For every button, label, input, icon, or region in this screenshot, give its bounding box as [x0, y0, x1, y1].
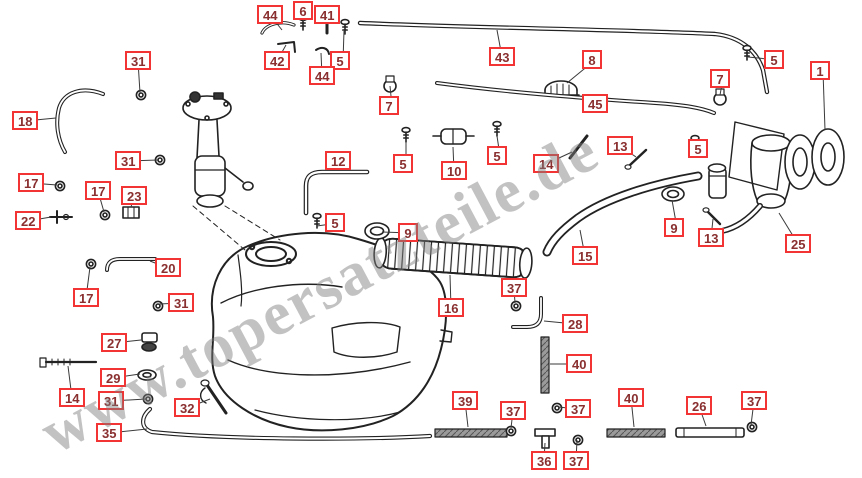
pin-14 — [568, 134, 589, 160]
part-label-32-43: 32 — [174, 398, 201, 417]
part-label-6-1: 6 — [293, 1, 313, 20]
part-label-22-19: 22 — [15, 211, 42, 230]
part-label-37-34: 37 — [501, 278, 528, 297]
part-label-18-11: 18 — [12, 111, 39, 130]
part-label-31-10: 31 — [125, 51, 152, 70]
part-label-42-3: 42 — [264, 51, 291, 70]
tee-fitting-36 — [534, 428, 556, 449]
fuel-hose-35 — [141, 406, 433, 441]
part-label-8-7: 8 — [582, 50, 602, 69]
part-label-20-36: 20 — [155, 258, 182, 277]
gasket-9-left — [364, 222, 390, 240]
part-label-31-38: 31 — [168, 293, 195, 312]
part-label-13-28: 13 — [698, 228, 725, 247]
fuel-hose-20 — [105, 257, 157, 272]
corrugated-hose-16 — [373, 237, 533, 279]
part-label-29-40: 29 — [100, 368, 127, 387]
filler-cap-ring — [784, 128, 845, 190]
fuel-filler-neck — [707, 121, 792, 234]
filler-tube-15 — [542, 171, 703, 257]
part-label-5-31: 5 — [325, 213, 345, 232]
part-label-35-44: 35 — [96, 423, 123, 442]
part-label-15-30: 15 — [572, 246, 599, 265]
part-label-17-37: 17 — [73, 288, 100, 307]
valve-27 — [141, 332, 158, 352]
part-label-41-2: 41 — [314, 5, 341, 24]
part-label-26-50: 26 — [686, 396, 713, 415]
part-label-5-26: 5 — [688, 139, 708, 158]
part-label-44-5: 44 — [309, 66, 336, 85]
part-label-44-0: 44 — [257, 5, 284, 24]
part-label-1-9: 1 — [810, 61, 830, 80]
fuel-hose-28 — [511, 296, 543, 329]
fuel-pump-assembly — [182, 91, 281, 251]
part-label-14-24: 14 — [533, 154, 560, 173]
part-label-5-23: 5 — [487, 146, 507, 165]
part-label-16-33: 16 — [438, 298, 465, 317]
part-label-5-21: 5 — [393, 154, 413, 173]
screw-32 — [200, 379, 228, 415]
part-label-43-6: 43 — [489, 47, 516, 66]
pipe-26 — [675, 427, 745, 438]
part-label-9-27: 9 — [664, 218, 684, 237]
part-label-37-48: 37 — [565, 399, 592, 418]
part-label-5-4: 5 — [330, 51, 350, 70]
breather-hose-43 — [357, 20, 770, 95]
part-label-40-45: 40 — [566, 354, 593, 373]
part-label-17-17: 17 — [85, 181, 112, 200]
part-label-40-49: 40 — [618, 388, 645, 407]
ring-29 — [137, 369, 157, 381]
part-label-25-29: 25 — [785, 234, 812, 253]
part-label-23-18: 23 — [121, 186, 148, 205]
fuel-filter-10 — [432, 128, 475, 145]
braided-hose-40-horizontal — [606, 428, 666, 438]
part-label-13-25: 13 — [607, 136, 634, 155]
screw-13-left — [624, 148, 648, 170]
part-label-37-51: 37 — [741, 391, 768, 410]
part-label-10-22: 10 — [441, 161, 468, 180]
part-label-37-53: 37 — [563, 451, 590, 470]
part-label-9-32: 9 — [398, 223, 418, 242]
fuel-pipe-12 — [303, 169, 370, 216]
screw-13-right — [702, 207, 722, 226]
part-label-7-13: 7 — [710, 69, 730, 88]
part-label-5-8: 5 — [764, 50, 784, 69]
part-label-36-52: 36 — [531, 451, 558, 470]
part-label-14-42: 14 — [59, 388, 86, 407]
part-label-27-39: 27 — [101, 333, 128, 352]
part-label-7-12: 7 — [379, 96, 399, 115]
part-label-39-46: 39 — [452, 391, 479, 410]
fuel-tank — [199, 231, 453, 432]
part-label-12-20: 12 — [325, 151, 352, 170]
part-label-31-41: 31 — [98, 391, 125, 410]
part-label-17-16: 17 — [18, 173, 45, 192]
fuel-hose-45 — [435, 81, 716, 115]
gasket-9-right — [661, 186, 685, 202]
part-label-28-35: 28 — [562, 314, 589, 333]
screw-14-bottom — [39, 357, 98, 368]
fitting-22 — [49, 210, 73, 224]
part-label-37-47: 37 — [500, 401, 527, 420]
part-label-45-14: 45 — [582, 94, 609, 113]
fuel-hose-18 — [55, 88, 105, 154]
braided-hose-40-vertical — [540, 336, 550, 394]
part-label-31-15: 31 — [115, 151, 142, 170]
